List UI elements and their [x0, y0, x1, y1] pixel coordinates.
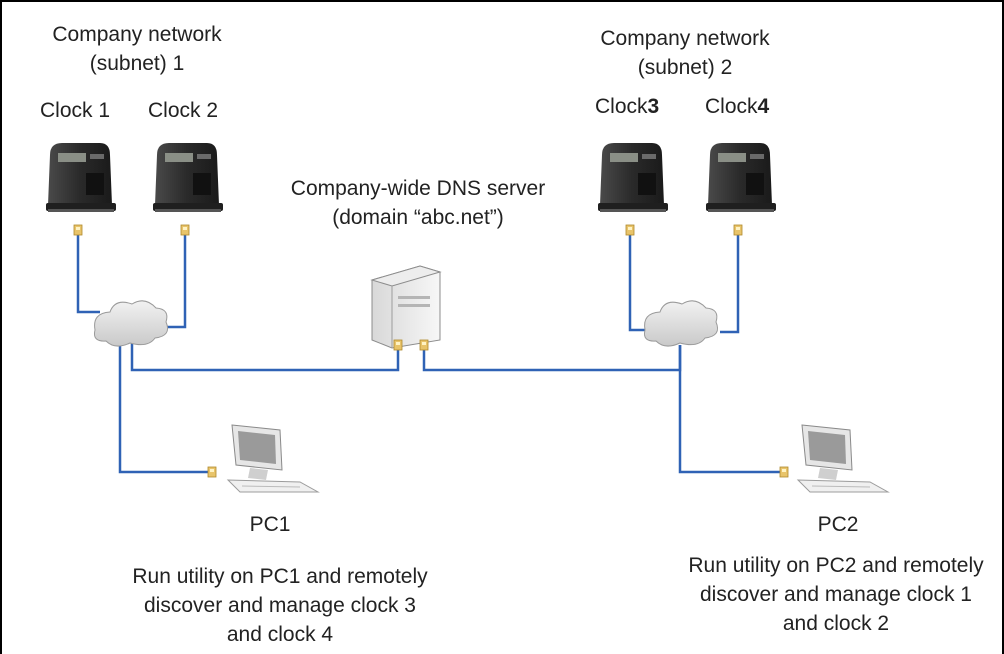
- pc1-desc-line3: and clock 4: [226, 623, 334, 646]
- dns-server-line2: (domain “abc.net”): [332, 206, 504, 229]
- pc2-computer-icon: [779, 424, 890, 493]
- subnet-1-cloud: [94, 300, 169, 347]
- clock-4-device: [706, 143, 776, 212]
- clock-1-device: [46, 143, 116, 212]
- clock-1-label: Clock 1: [40, 96, 110, 125]
- subnet-1-line1: Company network: [52, 23, 222, 46]
- subnet-2-cloud: [644, 300, 719, 347]
- pc2-desc-line1: Run utility on PC2 and remotely: [688, 554, 984, 577]
- dns-server-label: Company-wide DNS server (domain “abc.net…: [268, 174, 568, 232]
- subnet-2-line1: Company network: [600, 27, 770, 50]
- pc2-desc-line2: discover and manage clock 1: [700, 583, 972, 606]
- subnet-2-label: Company network (subnet) 2: [580, 24, 790, 82]
- clock-2-label: Clock 2: [148, 96, 218, 125]
- pc1-computer-icon: [207, 424, 320, 493]
- pc1-description: Run utility on PC1 and remotely discover…: [100, 562, 460, 649]
- subnet-1-line2: (subnet) 1: [89, 52, 185, 75]
- pc2-desc-line3: and clock 2: [782, 612, 890, 635]
- pc2-description: Run utility on PC2 and remotely discover…: [666, 551, 1004, 638]
- subnet-1-label: Company network (subnet) 1: [32, 20, 242, 78]
- clock-3-prefix: Clock: [595, 95, 648, 118]
- pc1-desc-line2: discover and manage clock 3: [144, 594, 416, 617]
- clock-2-device: [153, 143, 223, 212]
- network-cables: [76, 235, 780, 474]
- clock-2-number: 2: [206, 99, 219, 122]
- clock-2-prefix: Clock: [148, 99, 201, 122]
- dns-server-line1: Company-wide DNS server: [290, 177, 546, 200]
- subnet-2-line2: (subnet) 2: [637, 56, 733, 79]
- pc1-desc-line1: Run utility on PC1 and remotely: [132, 565, 428, 588]
- clock-4-prefix: Clock: [705, 95, 758, 118]
- clock-1-number: 1: [98, 99, 111, 122]
- clock-4-label: Clock4: [705, 92, 769, 121]
- pc2-label: PC2: [817, 513, 859, 536]
- pc1-label: PC1: [249, 513, 291, 536]
- clock-3-number: 3: [647, 95, 660, 118]
- dns-server-icon: [370, 265, 442, 351]
- clock-3-device: [598, 143, 668, 212]
- clock-1-prefix: Clock: [40, 99, 93, 122]
- clock-3-label: Clock3: [595, 92, 659, 121]
- clock-4-number: 4: [757, 95, 770, 118]
